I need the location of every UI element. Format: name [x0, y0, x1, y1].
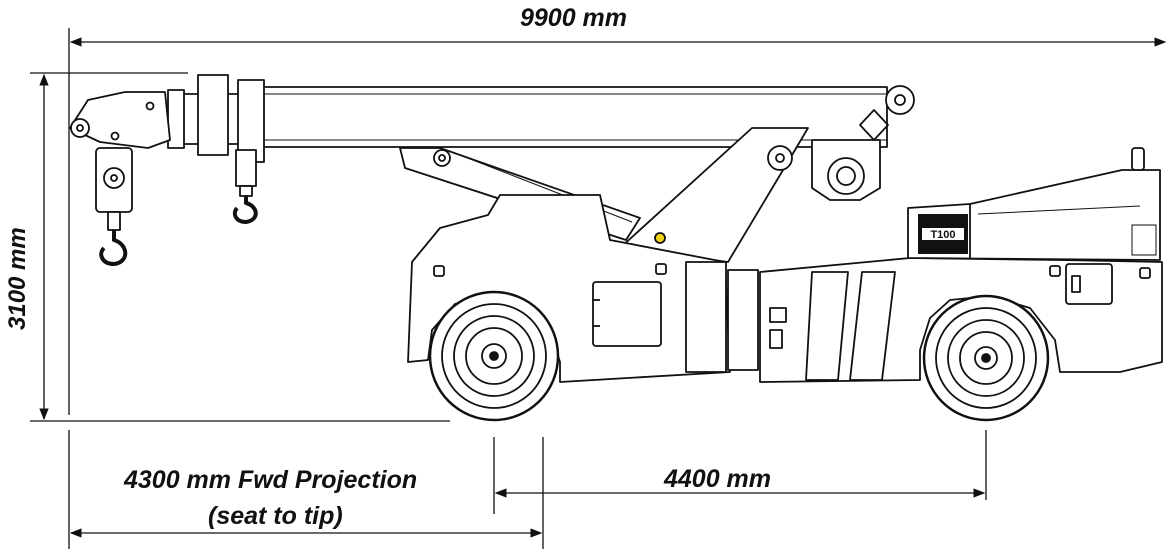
front-wheel: [428, 290, 560, 422]
forward-projection-label: 4300 mm Fwd Projection: [124, 466, 418, 494]
main-hook: [95, 147, 133, 266]
overall-height-label: 3100 mm: [4, 227, 31, 330]
forward-projection-note: (seat to tip): [208, 502, 343, 530]
wheelbase-label: 4400 mm: [664, 465, 772, 493]
crane: [69, 74, 1163, 422]
dimension-lines: [30, 28, 1167, 549]
engine-badge-text: T100: [930, 229, 955, 241]
rear-chassis: [759, 257, 1163, 383]
overall-length-label: 9900 mm: [520, 4, 628, 32]
engine-badge: T100: [918, 214, 968, 254]
engine-hood: [907, 147, 1161, 261]
aux-hook: [232, 149, 258, 224]
front-chassis: [407, 194, 759, 383]
rear-wheel: [922, 294, 1050, 422]
boom-pedestal: [619, 127, 881, 263]
